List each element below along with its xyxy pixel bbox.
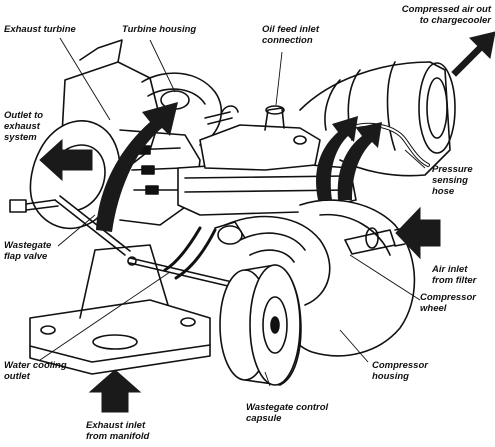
label-wastegate-capsule-line1: Wastegate control: [246, 402, 329, 413]
air-inlet-arrow-icon: [395, 206, 441, 260]
label-wastegate-flap-line1: Wastegate: [4, 240, 52, 251]
label-compressor-housing: Compressor housing: [372, 360, 428, 382]
label-oil-feed-line1: Oil feed inlet: [262, 24, 320, 35]
label-outlet-exhaust-line1: Outlet to: [4, 110, 44, 121]
label-wastegate-flap-line2: flap valve: [4, 251, 48, 262]
oil-flow-curve-icon: [316, 116, 358, 200]
leader-turbine-housing: [149, 39, 176, 93]
label-pressure-hose-line1: Pressure: [432, 164, 473, 175]
leader-water-cooling: [39, 271, 171, 361]
manifold-flange: [29, 244, 211, 375]
label-compressor-wheel-line2: wheel: [420, 303, 447, 314]
label-exhaust-turbine: Exhaust turbine: [4, 24, 76, 35]
label-air-inlet-line1: Air inlet: [432, 264, 468, 275]
label-wastegate-capsule: Wastegate control capsule: [246, 402, 328, 424]
label-compressor-wheel: Compressor wheel: [420, 292, 476, 314]
leader-pressure-hose: [404, 149, 426, 169]
label-compressor-wheel-line1: Compressor: [420, 292, 476, 303]
compressed-air-out-arrow-icon: [451, 31, 495, 77]
label-turbine-housing: Turbine housing: [122, 24, 196, 35]
label-pressure-hose-line2: sensing: [432, 175, 468, 186]
leader-compressor-housing: [339, 329, 369, 363]
compressed-flow-curve-icon: [337, 122, 382, 200]
label-wastegate-flap: Wastegate flap valve: [4, 240, 51, 262]
label-exhaust-inlet: Exhaust inlet from manifold: [86, 420, 149, 442]
label-water-cooling-line2: outlet: [4, 371, 30, 382]
leader-oil-feed: [275, 51, 283, 106]
leader-wastegate-flap: [57, 214, 96, 247]
leader-exhaust-turbine: [59, 37, 111, 121]
label-exhaust-inlet-line2: from manifold: [86, 431, 150, 442]
label-compressor-housing-line1: Compressor: [372, 360, 428, 371]
label-compressor-housing-line2: housing: [372, 371, 409, 382]
water-cooling-pipe: [163, 226, 217, 280]
exhaust-inlet-arrow-icon: [88, 369, 142, 413]
exhaust-outlet-arrow-icon: [39, 138, 93, 182]
label-outlet-exhaust-line3: system: [4, 132, 37, 143]
pressure-hose: [343, 122, 430, 167]
label-turbine-housing-text: Turbine housing: [122, 24, 197, 35]
label-water-cooling-line1: Water cooling: [4, 360, 67, 371]
compressor-wheel-shape: [214, 215, 331, 306]
label-water-cooling: Water cooling outlet: [4, 360, 67, 382]
exhaust-flow-curve-icon: [96, 102, 178, 232]
label-oil-feed-line2: connection: [262, 35, 313, 46]
leader-wastegate-capsule: [264, 371, 271, 387]
label-outlet-exhaust: Outlet to exhaust system: [4, 110, 43, 143]
label-pressure-hose: Pressure sensing hose: [432, 164, 473, 197]
label-compressed-air-line2: to chargecooler: [419, 15, 491, 26]
leader-compressor-wheel: [349, 254, 421, 301]
label-compressed-air-line1: Compressed air out: [401, 4, 491, 15]
label-compressed-air: Compressed air out to chargecooler: [402, 4, 491, 26]
label-wastegate-capsule-line2: capsule: [246, 413, 282, 424]
wastegate-capsule-shape: [219, 264, 302, 386]
label-oil-feed: Oil feed inlet connection: [262, 24, 319, 46]
wastegate-rod: [9, 195, 246, 291]
label-exhaust-inlet-line1: Exhaust inlet: [86, 420, 146, 431]
label-pressure-hose-line3: hose: [432, 186, 455, 197]
label-air-inlet-line2: from filter: [432, 275, 477, 286]
label-air-inlet: Air inlet from filter: [432, 264, 476, 286]
label-exhaust-turbine-text: Exhaust turbine: [4, 24, 76, 35]
label-outlet-exhaust-line2: exhaust: [4, 121, 40, 132]
